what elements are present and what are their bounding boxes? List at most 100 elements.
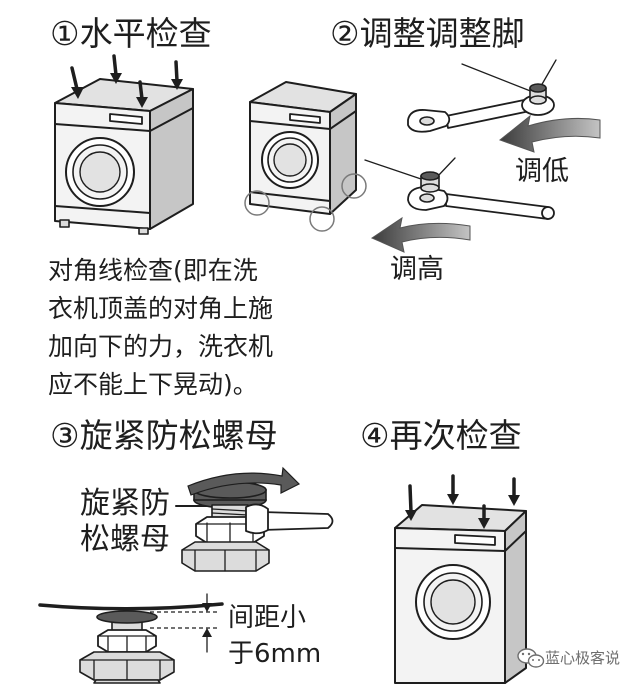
foot-highlight-circle bbox=[341, 173, 367, 199]
kick-plate-line bbox=[54, 205, 151, 214]
arrow-head bbox=[171, 79, 183, 90]
lower-direction-arrow bbox=[498, 114, 601, 153]
foot-gap-measurement bbox=[38, 593, 224, 684]
wrench-lower-foot bbox=[407, 59, 601, 153]
wrench-jaw-opening bbox=[419, 116, 435, 126]
door-glass bbox=[273, 143, 307, 177]
wechat-eye bbox=[538, 659, 540, 661]
gap-label-line: 间距小 bbox=[228, 603, 307, 633]
lock-nut-edges bbox=[195, 522, 265, 544]
dimension-arrow-head-up bbox=[202, 628, 212, 637]
description-line: 对角线检查(即在洗 bbox=[48, 256, 258, 285]
gap-label-line: 于6mm bbox=[228, 639, 322, 669]
adjustable-foot-top bbox=[529, 83, 547, 93]
step3-title: ③旋紧防松螺母 bbox=[50, 416, 278, 455]
press-down-arrow bbox=[70, 66, 84, 99]
machine-side-face bbox=[504, 510, 527, 684]
foot-base-pad bbox=[93, 679, 161, 684]
arrow-head bbox=[136, 97, 148, 108]
adjustable-foot-top bbox=[420, 171, 440, 181]
wrench-handle-end bbox=[541, 206, 555, 220]
control-display bbox=[454, 534, 496, 546]
arrow-head bbox=[478, 518, 490, 529]
foot-highlight-circle bbox=[309, 206, 335, 232]
description-line: 加向下的力，洗衣机 bbox=[48, 332, 274, 361]
control-display bbox=[289, 113, 321, 124]
watermark-text: 蓝心极客说 bbox=[545, 649, 621, 667]
base-hex-nut-edges bbox=[181, 549, 270, 572]
wechat-eye bbox=[527, 652, 531, 656]
foot-top-disk bbox=[96, 610, 158, 624]
adjustable-foot-base bbox=[529, 95, 547, 105]
description-line: 衣机顶盖的对角上施 bbox=[48, 294, 274, 323]
wrench-handle bbox=[445, 99, 531, 129]
machine-bottom-edge bbox=[38, 602, 224, 611]
locknut-label-line: 松螺母 bbox=[80, 522, 170, 557]
foot-highlight-circle bbox=[244, 190, 270, 216]
arrow-shaft bbox=[70, 66, 79, 91]
press-down-arrow bbox=[508, 477, 520, 506]
gap-label: 间距小 于6mm bbox=[228, 600, 321, 672]
washing-machine-level-check bbox=[54, 54, 194, 235]
step1-title: ①水平检查 bbox=[50, 14, 212, 53]
arrow-head bbox=[405, 510, 417, 521]
step4-title: ④再次检查 bbox=[360, 416, 522, 455]
machine-top-face bbox=[394, 504, 527, 532]
control-panel-line bbox=[54, 123, 151, 132]
press-down-arrow bbox=[478, 504, 490, 529]
pointer-line bbox=[461, 63, 534, 93]
lock-nut-edges bbox=[97, 635, 157, 653]
wechat-bubble-small bbox=[527, 654, 545, 668]
control-panel-line bbox=[249, 120, 331, 130]
arrow-head bbox=[447, 494, 459, 505]
press-down-arrow bbox=[136, 80, 148, 108]
machine-side-face bbox=[149, 88, 194, 230]
adjustable-foot-base bbox=[420, 183, 440, 193]
control-panel-line bbox=[394, 547, 506, 552]
side-panel-line bbox=[504, 530, 527, 552]
machine-side-face bbox=[329, 93, 357, 215]
lower-label: 调低 bbox=[515, 156, 569, 187]
arrow-head bbox=[71, 87, 84, 99]
raise-direction-arrow bbox=[370, 216, 471, 253]
wrench-jaw bbox=[245, 503, 269, 535]
press-down-arrow bbox=[110, 54, 122, 84]
step2-title: ②调整调整脚 bbox=[330, 14, 525, 53]
base-hex-nut-edges bbox=[79, 659, 175, 681]
door-glass bbox=[430, 579, 476, 625]
wrench-jaw-opening bbox=[419, 193, 435, 203]
washing-machine-feet-highlight bbox=[244, 81, 367, 232]
pointer-line bbox=[540, 59, 557, 87]
pointer-line bbox=[364, 159, 425, 181]
arrow-shaft bbox=[112, 54, 118, 77]
arrow-shaft bbox=[174, 60, 179, 83]
lock-nut-tightening bbox=[175, 466, 334, 572]
wechat-icon bbox=[517, 648, 545, 668]
control-display bbox=[109, 113, 143, 125]
arrow-shaft bbox=[138, 80, 144, 101]
wrench-raise-foot bbox=[364, 157, 555, 253]
side-panel-line bbox=[149, 107, 194, 132]
locknut-label-line: 旋紧防 bbox=[80, 486, 170, 521]
raise-label: 调高 bbox=[390, 254, 444, 285]
press-down-arrow bbox=[171, 60, 183, 90]
press-down-arrow bbox=[447, 474, 459, 505]
washing-machine-recheck bbox=[394, 474, 527, 684]
arrow-head bbox=[508, 495, 520, 506]
wechat-eye bbox=[532, 659, 534, 661]
arrow-head bbox=[110, 73, 122, 84]
tighten-direction-arrow bbox=[187, 466, 301, 496]
description-line: 应不能上下晃动)。 bbox=[48, 370, 258, 399]
wechat-eye bbox=[521, 652, 525, 656]
dimension-arrow-head-down bbox=[202, 603, 212, 612]
wrench-handle bbox=[261, 511, 334, 531]
door-glass bbox=[79, 151, 121, 193]
arrow-shaft bbox=[408, 484, 413, 514]
step1-description: 对角线检查(即在洗 衣机顶盖的对角上施 加向下的力，洗衣机 应不能上下晃动)。 bbox=[48, 252, 273, 404]
machine-foot bbox=[59, 219, 70, 228]
machine-foot bbox=[138, 227, 149, 235]
side-panel-line bbox=[329, 110, 357, 130]
wrench-handle bbox=[445, 193, 549, 220]
locknut-label: 旋紧防 松螺母 bbox=[80, 486, 170, 558]
